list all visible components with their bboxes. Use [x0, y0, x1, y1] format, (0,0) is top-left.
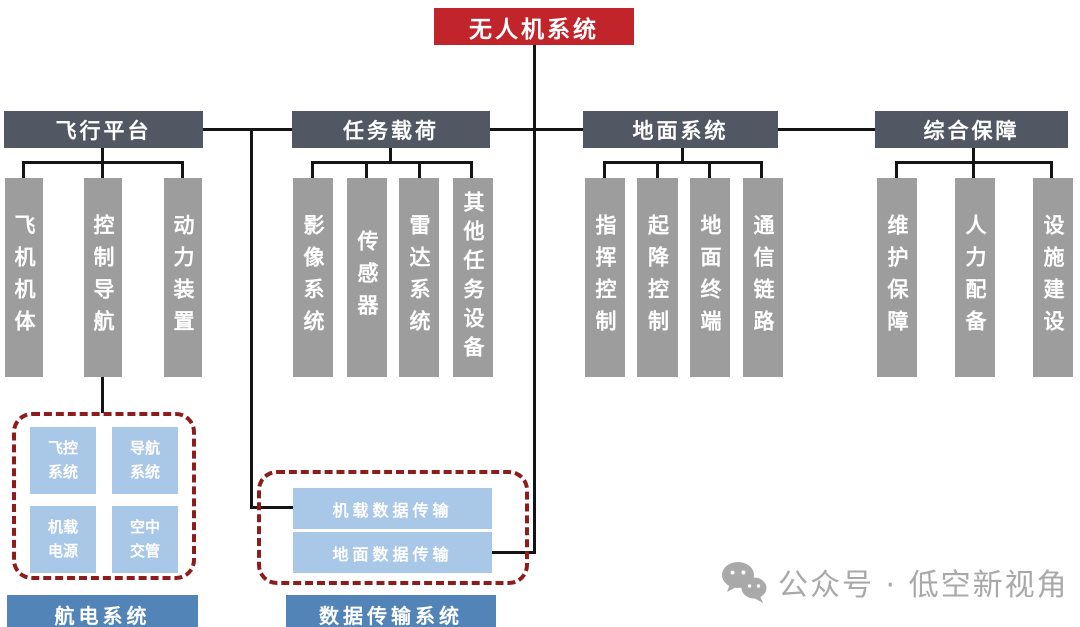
- column-control-navigation: 控制导航: [84, 178, 122, 377]
- column-command-control: 指挥控制: [585, 178, 625, 377]
- datalink-branch-vertical: [250, 128, 253, 509]
- trunk-horizontal-3: [777, 128, 876, 131]
- branch1-drop-2: [101, 161, 104, 179]
- avionics-dashed-group: [12, 412, 196, 580]
- root-node-uav-system: 无人机系统: [434, 8, 634, 45]
- branch4-drop-3: [1050, 161, 1053, 179]
- column-label: 控制导航: [91, 213, 115, 342]
- column-label: 传感器: [355, 229, 379, 326]
- column-manpower: 人力配备: [955, 178, 995, 377]
- trunk-vertical-line: [533, 45, 536, 554]
- column-label: 雷达系统: [407, 213, 431, 342]
- watermark-text: 公众号 · 低空新视角: [778, 568, 1069, 603]
- branch1-drop-3: [181, 161, 184, 179]
- column-label: 动力装置: [171, 213, 195, 342]
- column-sensors: 传感器: [347, 178, 387, 377]
- branch-ground-system: 地面系统: [583, 111, 778, 148]
- branch-label: 飞行平台: [55, 118, 152, 143]
- branch-integrated-support: 综合保障: [875, 111, 1068, 148]
- branch4-drop-2: [972, 161, 975, 179]
- branch1-stub: [101, 148, 104, 164]
- datalink-dashed-group: [257, 470, 529, 585]
- trunk-to-ground-data-horizontal: [491, 551, 536, 554]
- branch-label: 综合保障: [923, 118, 1020, 143]
- column-label: 通信链路: [751, 213, 775, 342]
- root-label: 无人机系统: [469, 16, 599, 43]
- column-label: 人力配备: [963, 213, 987, 342]
- column-label: 其他任务设备: [461, 190, 485, 365]
- bar-ground-data-transmission: 地面数据传输: [293, 532, 492, 573]
- branch2-drop-1: [311, 161, 314, 179]
- column-label: 影像系统: [301, 213, 325, 342]
- branch3-drop-4: [760, 161, 763, 179]
- column-other-mission-equipment: 其他任务设备: [453, 178, 493, 377]
- cell-flight-control-system: 飞控系统: [30, 427, 96, 494]
- cell-label: 飞控系统: [47, 439, 78, 481]
- column-label: 指挥控制: [593, 213, 617, 342]
- branch2-drop-2: [365, 161, 368, 179]
- branch3-drop-2: [656, 161, 659, 179]
- column-label: 起降控制: [645, 213, 670, 342]
- column-comm-link: 通信链路: [743, 178, 783, 377]
- bar-label: 机载数据传输: [332, 500, 453, 520]
- cell-onboard-power: 机载电源: [30, 506, 96, 573]
- watermark: 公众号 · 低空新视角: [720, 560, 1069, 604]
- column-label: 设施建设: [1041, 213, 1065, 342]
- cell-air-traffic-management: 空中交管: [112, 506, 178, 573]
- avionics-caption-box: 航电系统: [7, 595, 198, 627]
- datalink-caption-box: 数据传输系统: [286, 595, 496, 627]
- cell-label: 机载电源: [47, 518, 78, 560]
- column-facility-construction: 设施建设: [1033, 178, 1073, 377]
- branch2-drop-4: [470, 161, 473, 179]
- column-maintenance-support: 维护保障: [877, 178, 917, 377]
- trunk-horizontal-1: [203, 128, 293, 131]
- cell-label: 导航系统: [129, 439, 160, 481]
- branch3-hbar: [603, 161, 763, 164]
- caption-label: 航电系统: [54, 604, 151, 627]
- column-aircraft-body: 飞机机体: [5, 178, 43, 377]
- branch-flight-platform: 飞行平台: [4, 111, 203, 148]
- branch4-stub: [972, 148, 975, 164]
- column-ground-terminal: 地面终端: [690, 178, 730, 377]
- datalink-branch-horizontal: [250, 506, 294, 509]
- trunk-horizontal-2: [490, 128, 584, 131]
- branch3-drop-3: [708, 161, 711, 179]
- column-label: 地面终端: [698, 213, 722, 342]
- branch-label: 地面系统: [632, 118, 729, 143]
- column-imaging-system: 影像系统: [293, 178, 333, 377]
- wechat-icon: [720, 560, 768, 604]
- column-radar-system: 雷达系统: [399, 178, 439, 377]
- cell-navigation-system: 导航系统: [112, 427, 178, 494]
- branch-label: 任务载荷: [343, 118, 439, 143]
- bar-label: 地面数据传输: [332, 544, 453, 564]
- branch-mission-payload: 任务载荷: [292, 111, 490, 148]
- column-label: 维护保障: [885, 213, 909, 342]
- column-label: 飞机机体: [12, 213, 36, 342]
- branch3-drop-1: [603, 161, 606, 179]
- branch2-stub: [389, 148, 392, 164]
- branch3-stub: [681, 148, 684, 164]
- branch2-hbar: [311, 161, 473, 164]
- column-power-plant: 动力装置: [164, 178, 202, 377]
- branch1-drop-1: [22, 161, 25, 179]
- caption-label: 数据传输系统: [319, 604, 463, 627]
- cell-label: 空中交管: [129, 518, 160, 560]
- branch4-drop-1: [895, 161, 898, 179]
- control-nav-to-avionics-line: [101, 377, 104, 413]
- column-takeoff-landing-control: 起降控制: [637, 178, 678, 377]
- bar-airborne-data-transmission: 机载数据传输: [293, 488, 492, 529]
- branch2-drop-3: [418, 161, 421, 179]
